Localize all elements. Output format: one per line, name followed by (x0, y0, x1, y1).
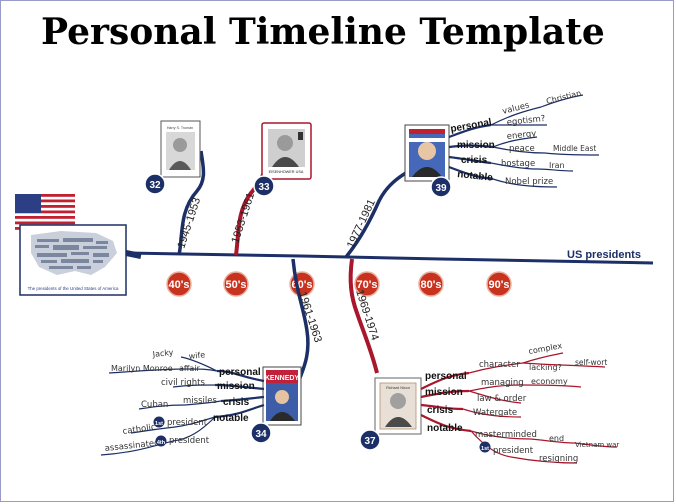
svg-text:civil rights: civil rights (161, 378, 205, 388)
timeline-axis (125, 251, 654, 265)
svg-text:peace: peace (509, 144, 535, 154)
svg-text:80's: 80's (421, 279, 442, 291)
svg-text:wife: wife (188, 350, 205, 361)
svg-text:notable: notable (427, 423, 463, 434)
svg-text:managing: managing (481, 378, 524, 388)
us-map-wordcloud: The presidents of the United States of A… (19, 224, 127, 296)
svg-text:notable: notable (213, 413, 249, 424)
svg-text:32: 32 (149, 180, 161, 191)
svg-text:40's: 40's (169, 279, 190, 291)
president-number-badge (359, 429, 381, 451)
svg-text:economy: economy (531, 377, 568, 386)
term-years: 1953-1961 (229, 191, 257, 245)
term-eisenhower: 1953-1961 EISENHOWER USA 33 (229, 122, 312, 256)
svg-text:crisis: crisis (427, 405, 454, 416)
svg-text:33: 33 (258, 182, 270, 193)
svg-text:masterminded: masterminded (475, 430, 537, 440)
svg-text:lacking?: lacking? (529, 363, 562, 372)
svg-text:self-wort: self-wort (575, 358, 607, 367)
svg-text:egotism?: egotism? (506, 114, 546, 128)
decade-marker: 90's (486, 271, 512, 297)
svg-text:president: president (167, 418, 208, 428)
decade-marker: 40's (166, 271, 192, 297)
svg-text:resigning: resigning (539, 454, 578, 464)
svg-text:1st: 1st (155, 421, 163, 427)
term-years: 1961-1963 (296, 290, 324, 344)
term-nixon: 1969-1974 Richard Nixon 37 (348, 258, 619, 464)
nixon-mindmap: personal mission crisis notable characte… (420, 341, 619, 464)
svg-text:hostage: hostage (501, 159, 535, 169)
svg-text:personal: personal (219, 367, 261, 378)
term-truman: 1945-1953 Harry S. Truman 32 (144, 120, 206, 256)
svg-text:mission: mission (217, 381, 255, 392)
svg-text:crisis: crisis (223, 397, 250, 408)
svg-text:president: president (493, 446, 534, 456)
svg-text:90's: 90's (489, 279, 510, 291)
ordinal-badge (153, 416, 165, 428)
svg-text:Cuban: Cuban (141, 400, 168, 410)
carter-mindmap: personal mission crisis notable values C… (448, 89, 600, 188)
term-kennedy: 1961-1963 KENNEDY 34 (100, 258, 324, 456)
term-carter: 1977-1981 39 (344, 89, 600, 259)
svg-text:Iran: Iran (549, 161, 565, 170)
svg-text:Watergate: Watergate (473, 408, 517, 418)
svg-text:Jacky: Jacky (151, 348, 174, 359)
president-number-badge (430, 176, 452, 198)
svg-text:Middle East: Middle East (553, 144, 596, 153)
svg-text:Nobel prize: Nobel prize (505, 177, 553, 187)
svg-text:34: 34 (255, 429, 267, 440)
svg-text:37: 37 (364, 436, 376, 447)
svg-text:energy: energy (506, 129, 537, 142)
svg-text:39: 39 (435, 183, 447, 194)
svg-text:4th: 4th (157, 440, 166, 446)
svg-text:missiles: missiles (183, 396, 217, 406)
term-years: 1945-1953 (175, 196, 203, 250)
president-number-badge (253, 175, 275, 197)
president-number-badge (144, 173, 166, 195)
decade-marker: 80's (418, 271, 444, 297)
svg-text:character: character (479, 360, 520, 370)
president-number-badge (250, 422, 272, 444)
map-caption: The presidents of the United States of A… (28, 286, 119, 291)
svg-text:personal: personal (425, 371, 467, 382)
svg-text:notable: notable (457, 169, 494, 184)
decade-marker: 50's (223, 271, 249, 297)
svg-text:Harry S. Truman: Harry S. Truman (167, 126, 193, 130)
svg-text:mission: mission (425, 387, 463, 398)
ordinal-badge (479, 441, 491, 453)
us-flag-icon (15, 194, 75, 230)
ordinal-badge (155, 435, 167, 447)
svg-text:catholic: catholic (122, 422, 157, 437)
svg-text:crisis: crisis (461, 155, 488, 166)
svg-text:Vietnam war: Vietnam war (575, 441, 619, 449)
decade-marker: 70's (354, 271, 380, 297)
svg-text:affair: affair (179, 364, 201, 373)
svg-text:KENNEDY: KENNEDY (265, 375, 300, 382)
svg-text:Marilyn Monroe: Marilyn Monroe (111, 364, 173, 373)
svg-text:president: president (169, 436, 210, 446)
page-title: Personal Timeline Template (41, 11, 605, 53)
svg-text:mission: mission (457, 140, 495, 151)
kennedy-mindmap: personal mission crisis notable Jacky wi… (100, 348, 265, 456)
axis-label: US presidents (567, 249, 641, 261)
svg-text:EISENHOWER USA: EISENHOWER USA (269, 170, 304, 174)
svg-text:Richard Nixon: Richard Nixon (386, 386, 410, 390)
svg-text:1st: 1st (481, 446, 489, 452)
svg-text:70's: 70's (357, 279, 378, 291)
svg-text:personal: personal (450, 117, 493, 135)
svg-text:law & order: law & order (477, 394, 527, 404)
svg-text:50's: 50's (226, 279, 247, 291)
svg-text:Christian: Christian (545, 89, 582, 106)
term-years: 1977-1981 (345, 198, 378, 251)
svg-text:end: end (549, 434, 564, 443)
